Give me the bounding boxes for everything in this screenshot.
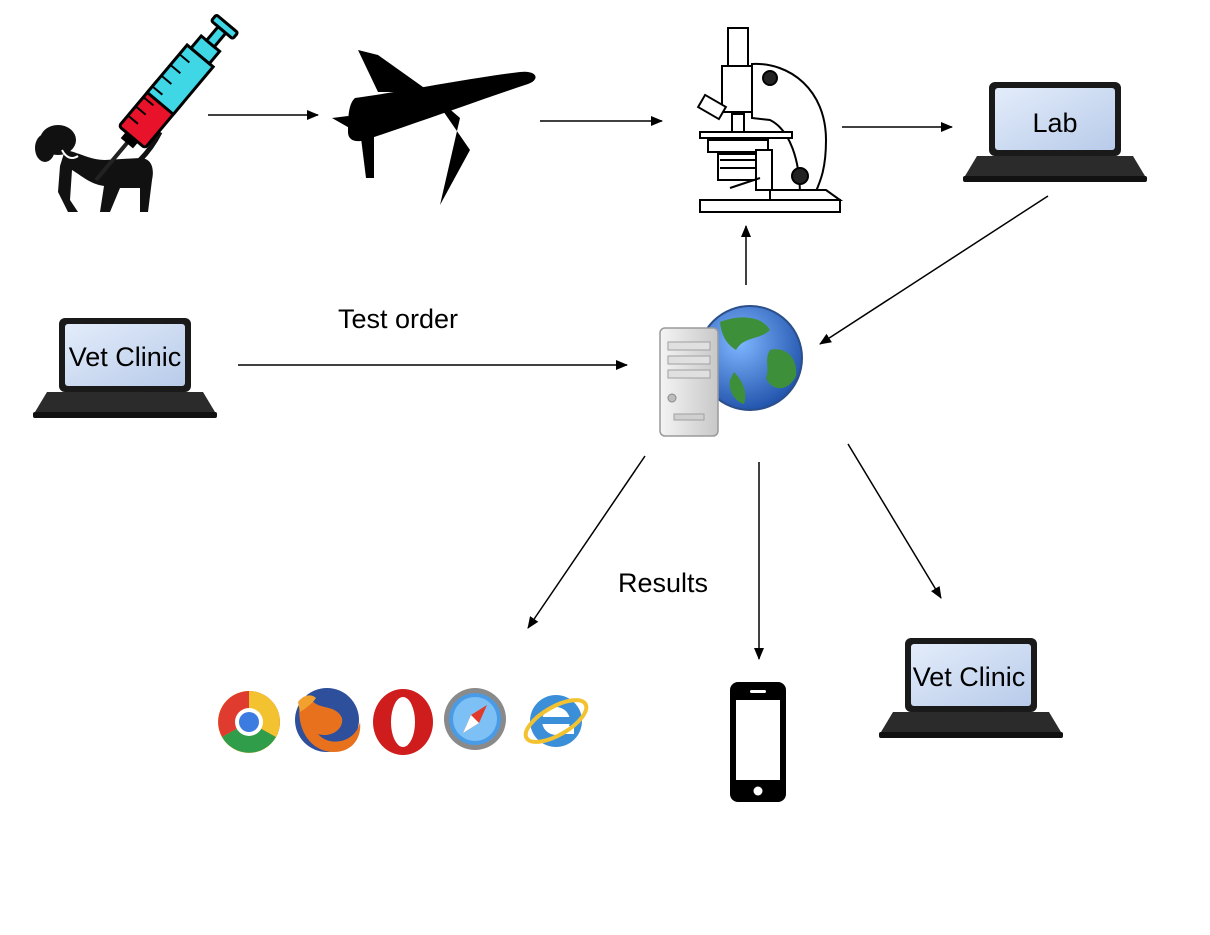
laptop-icon-vet-clinic-right: Vet Clinic (879, 638, 1063, 738)
results-label: Results (618, 568, 709, 598)
chrome-icon (218, 691, 280, 753)
smartphone-icon (730, 682, 786, 802)
microscope-icon (696, 27, 844, 213)
arrow-server-to-browsers (527, 455, 646, 629)
laptop-label-vet-clinic-left: Vet Clinic (69, 342, 182, 372)
arrow-lab-to-server (819, 195, 1049, 345)
server-icon (659, 327, 719, 437)
dog-icon (35, 125, 163, 212)
syringe-icon (94, 14, 239, 182)
globe-icon (697, 305, 803, 411)
laptop-icon-vet-clinic-left: Vet Clinic (33, 318, 217, 418)
laptop-icon-lab: Lab (963, 82, 1147, 182)
airplane-icon (332, 50, 536, 205)
arrow-server-to-vet-clinic (847, 443, 942, 599)
opera-icon (373, 689, 433, 755)
firefox-icon (295, 688, 361, 752)
laptop-label-vet-clinic-right: Vet Clinic (913, 662, 1026, 692)
test-order-label: Test order (338, 304, 459, 334)
internet-explorer-icon (523, 695, 589, 747)
safari-icon (444, 688, 506, 750)
laptop-label-lab: Lab (1032, 108, 1077, 138)
flow-arrows (208, 110, 1049, 660)
